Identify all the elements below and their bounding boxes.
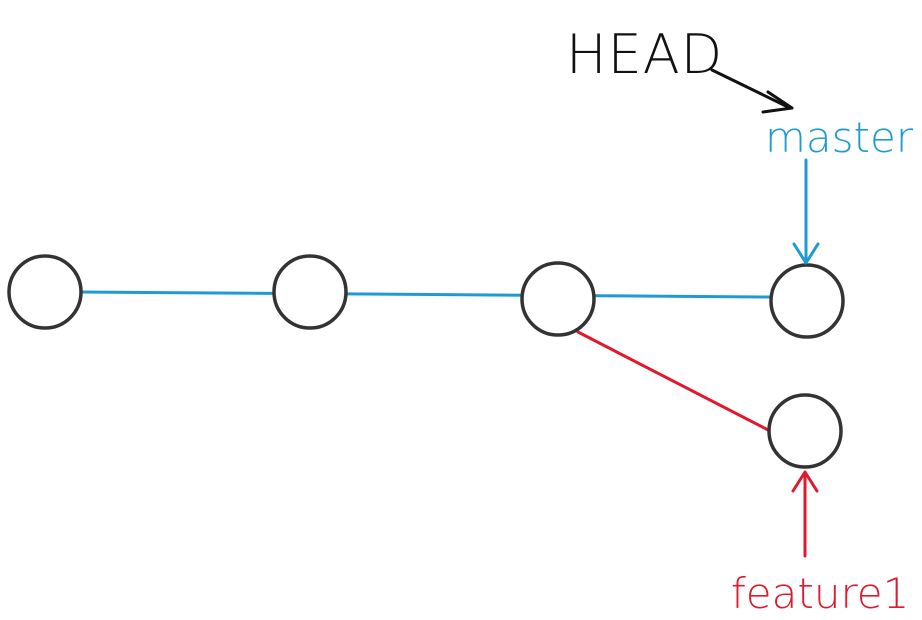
commit-node-2 [272, 254, 348, 330]
feature-label: feature1 [731, 569, 909, 618]
master-arrow [792, 158, 820, 265]
master-label: master [765, 113, 914, 162]
commit-node-master [769, 263, 845, 339]
commit-node-feature [767, 393, 843, 469]
master-branch-line [80, 290, 772, 299]
commit-node-1 [7, 254, 83, 330]
head-label: HEAD [566, 23, 723, 86]
head-arrow [710, 68, 794, 114]
commit-node-3 [520, 261, 596, 337]
feature-branch-line [576, 330, 774, 434]
feature-arrow [791, 470, 819, 558]
